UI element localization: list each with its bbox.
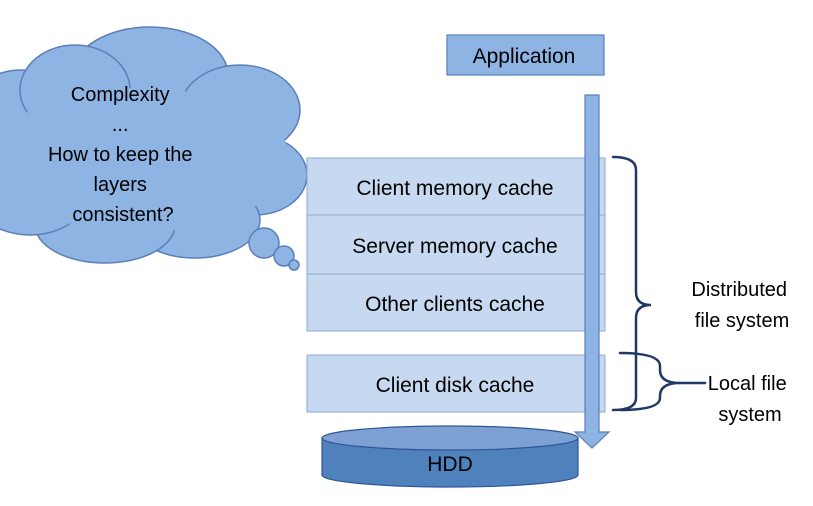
server-memory-cache-box: Server memory cache — [306, 214, 606, 275]
server-memory-cache-label: Server memory cache — [352, 235, 557, 258]
hdd-label: HDD — [427, 453, 473, 476]
cloud-line-consistent: consistent? — [72, 204, 173, 226]
distributed-fs-bracket — [611, 155, 652, 412]
cloud-line-ellipsis: ... — [112, 114, 129, 136]
application-box: Application — [446, 34, 605, 76]
hdd-cylinder: HDD — [321, 425, 579, 488]
cloud-line-complexity: Complexity — [71, 84, 170, 106]
client-disk-cache-box: Client disk cache — [306, 354, 606, 413]
cloud-line-how-to-keep: How to keep the — [48, 144, 193, 166]
local-file-system-label: Local file system — [708, 373, 793, 426]
svg-text:Complexity ... How: Complexity ... How to keep the layers co… — [48, 84, 198, 226]
client-disk-cache-label: Client disk cache — [376, 374, 535, 397]
distributed-file-system-label: Distributed file system — [691, 279, 792, 332]
down-arrow — [573, 94, 611, 449]
thought-bubble-trail — [248, 227, 300, 271]
other-clients-cache-box: Other clients cache — [306, 273, 606, 332]
client-memory-cache-box: Client memory cache — [306, 157, 606, 216]
cache-layer-stack: Client memory cache Server memory cache … — [306, 157, 606, 413]
thought-cloud: Complexity ... How to keep the layers co… — [0, 26, 308, 271]
client-memory-cache-label: Client memory cache — [356, 177, 553, 200]
cloud-line-layers: layers — [94, 174, 147, 196]
application-label: Application — [473, 45, 576, 68]
local-fs-bracket — [618, 351, 707, 412]
other-clients-cache-label: Other clients cache — [365, 293, 545, 316]
